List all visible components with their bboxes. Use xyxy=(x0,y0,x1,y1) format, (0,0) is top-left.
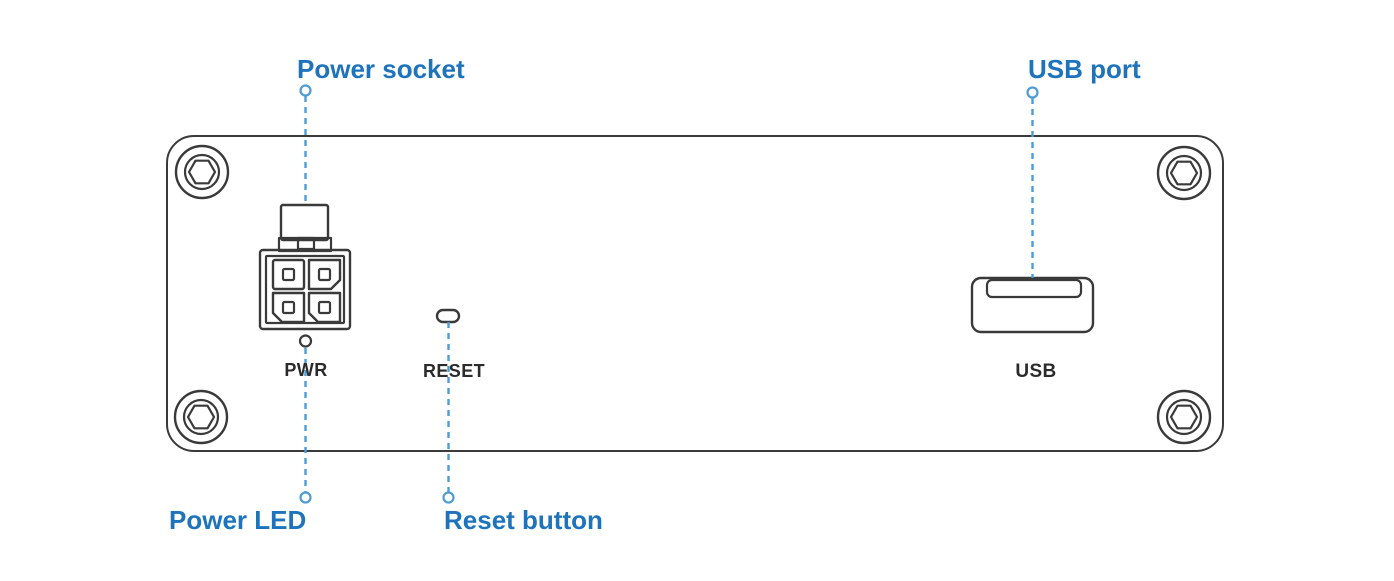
power-led-leader xyxy=(299,348,312,504)
pwr-port-label: PWR xyxy=(284,360,328,380)
reset-button-leader xyxy=(442,322,455,504)
power-socket-latch xyxy=(279,203,330,242)
screw-icon xyxy=(1156,389,1212,445)
power-socket-leader xyxy=(299,84,312,205)
reset-button-callout-label: Reset button xyxy=(444,505,603,535)
power-socket-graphic xyxy=(258,203,352,348)
screw-icon xyxy=(1156,145,1212,201)
screw-icon xyxy=(173,389,229,445)
usb-port-label: USB xyxy=(1015,361,1057,382)
device-panel-outline xyxy=(166,135,1224,452)
power-led-callout-label: Power LED xyxy=(169,505,307,535)
screw-icon xyxy=(174,144,230,200)
usb-port-callout-label: USB port xyxy=(1028,54,1141,84)
reset-port-label: RESET xyxy=(422,361,486,381)
power-led-graphic xyxy=(298,334,313,348)
power-socket-callout-label: Power socket xyxy=(297,54,465,84)
usb-port-leader xyxy=(1026,86,1039,278)
